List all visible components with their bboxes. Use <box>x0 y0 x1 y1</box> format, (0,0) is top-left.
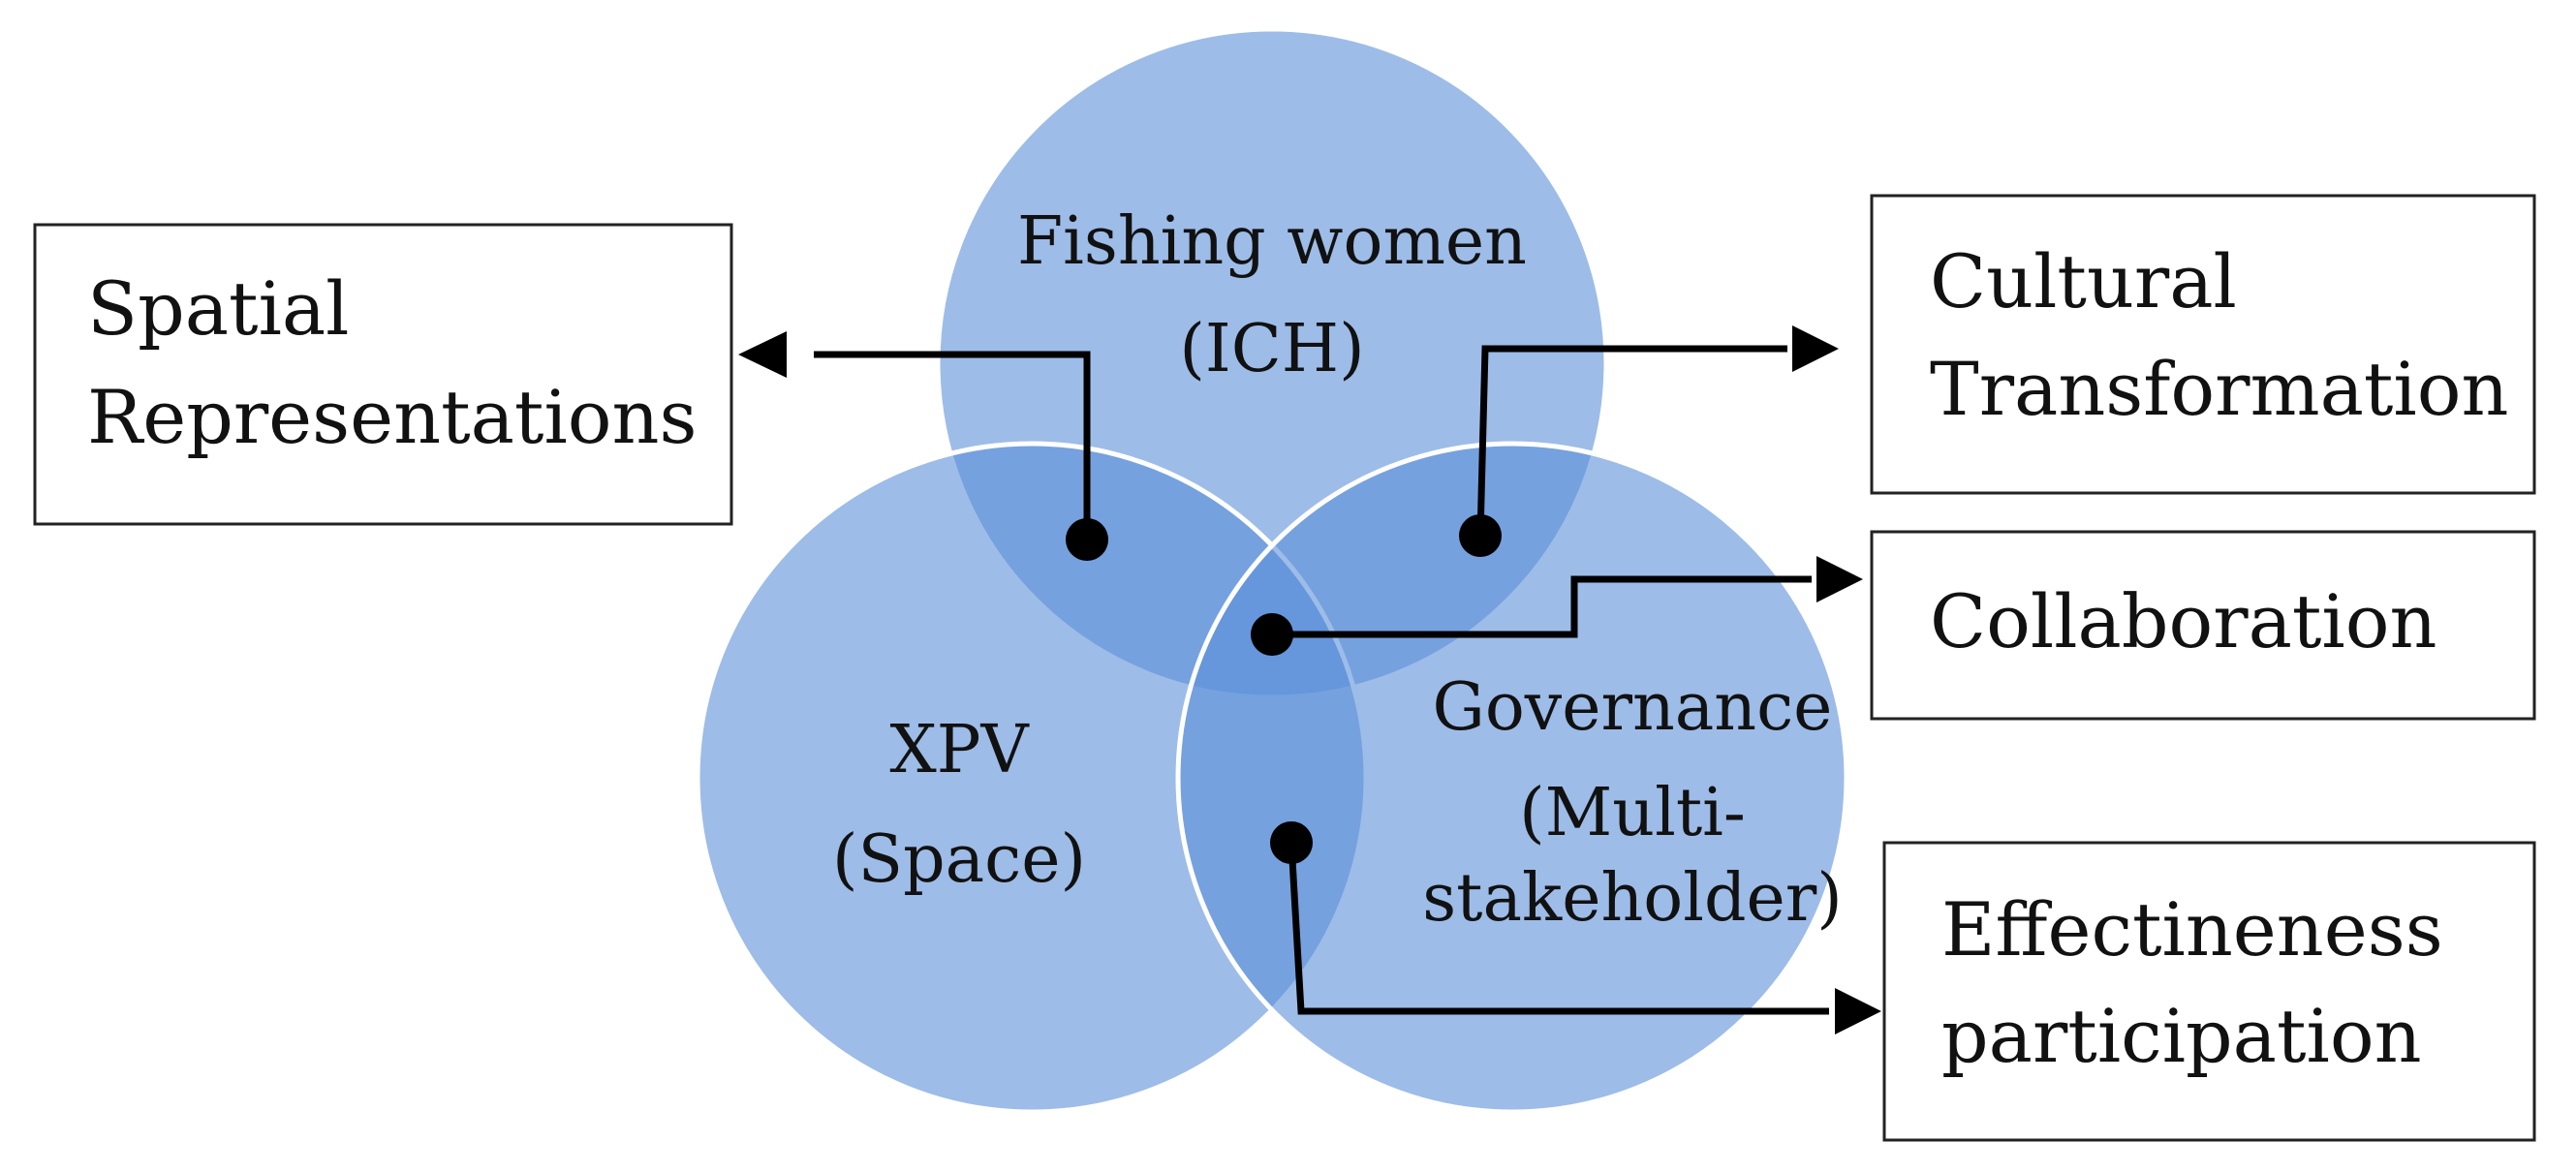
effectiveness-participation-line2: participation <box>1941 993 2422 1079</box>
box-effectiveness-participation <box>1882 841 2536 1142</box>
cultural-transformation-line1: Cultural <box>1930 238 2237 324</box>
connector-cultural <box>1476 345 1787 537</box>
dot-collaboration <box>1251 613 1293 656</box>
arrowhead-collaboration <box>1816 556 1863 602</box>
circle-governance <box>1175 441 1849 1115</box>
dot-cultural <box>1459 514 1502 557</box>
xpv-sublabel: (Space) <box>832 821 1086 898</box>
arrowhead-effectiveness <box>1835 988 1881 1034</box>
cultural-transformation-line2: Transformation <box>1930 346 2508 432</box>
effectiveness-participation-line1: Effectineness <box>1941 886 2443 972</box>
spatial-representations-line2: Representations <box>87 374 698 460</box>
spatial-representations-line1: Spatial <box>87 265 350 352</box>
xpv-label: XPV <box>889 712 1030 788</box>
governance-sublabel-2: stakeholder) <box>1422 860 1843 937</box>
dot-spatial <box>1066 518 1108 561</box>
connector-collaboration <box>1272 575 1812 638</box>
arrowhead-spatial <box>738 331 787 378</box>
governance-sublabel-1: (Multi- <box>1519 775 1746 851</box>
box-spatial-representations <box>33 223 733 526</box>
collaboration-label: Collaboration <box>1930 578 2436 664</box>
dot-effectiveness <box>1270 821 1313 864</box>
box-cultural-transformation <box>1870 194 2536 495</box>
connector-spatial <box>814 351 1091 540</box>
connector-effectiveness <box>1288 842 1829 1015</box>
arrowhead-cultural <box>1792 325 1839 372</box>
box-collaboration <box>1870 530 2536 721</box>
fishing-women-label: Fishing women <box>1017 203 1527 280</box>
governance-label: Governance <box>1433 669 1833 746</box>
fishing-women-sublabel: (ICH) <box>1179 311 1364 387</box>
